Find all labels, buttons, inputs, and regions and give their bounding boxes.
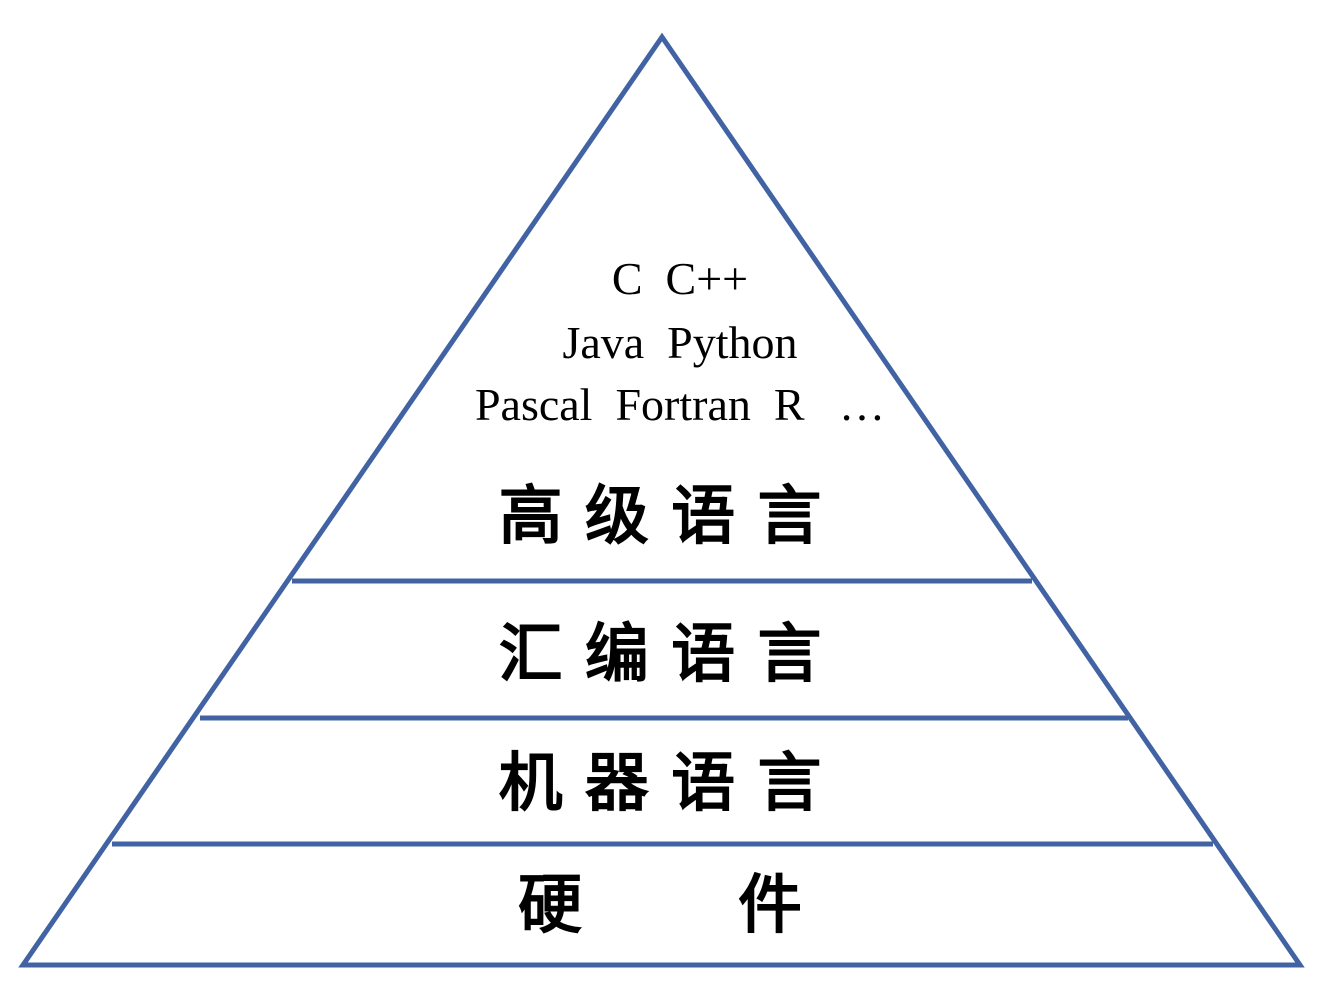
- layer-label-assembly: 汇 编 语 言: [499, 617, 822, 692]
- languages-line-1: C C++: [612, 253, 748, 304]
- layer-label-machine: 机 器 语 言: [499, 746, 822, 821]
- layer-label-high-level: 高 级 语 言: [499, 479, 822, 554]
- pyramid-outline: [18, 32, 1305, 968]
- languages-line-2: Java Python: [562, 317, 797, 368]
- languages-line-3: Pascal Fortran R …: [475, 379, 885, 430]
- layer-label-hardware: 硬 件: [518, 868, 802, 943]
